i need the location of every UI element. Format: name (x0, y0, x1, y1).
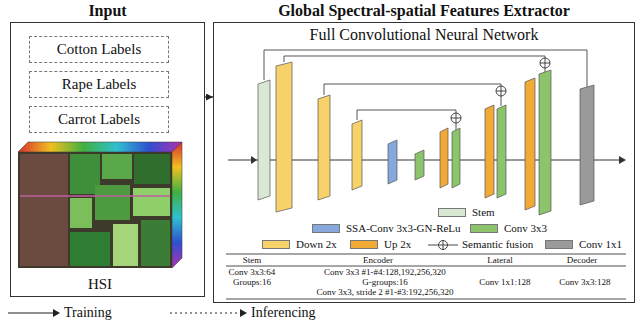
table-cell: Lateral (487, 255, 512, 266)
skip-line (501, 96, 502, 106)
layer-block (388, 140, 397, 184)
layer-block (352, 120, 362, 190)
legend-swatch (470, 224, 498, 233)
table-cell: Conv 3x3, stride 2 #1-#3:192,256,320 (316, 287, 453, 297)
legend-swatch (312, 224, 340, 233)
legend-arrowhead (240, 309, 247, 317)
cube-top (18, 142, 182, 152)
table-rule (226, 299, 626, 300)
legend-swatch (438, 208, 466, 217)
table-cell: Conv 1x1:128 (479, 277, 530, 287)
cube-front (18, 152, 172, 268)
table-cell: Conv 3x3 #1-#4:128,192,256,320 (324, 267, 446, 277)
fusion-symbol (456, 113, 457, 123)
label-box: Carrot Labels (29, 106, 169, 133)
fusion-symbol (439, 241, 448, 250)
legend-sample (8, 312, 54, 313)
layer-block (485, 105, 494, 198)
layer-block (525, 78, 535, 210)
skip-line (357, 110, 456, 120)
arrow-head (619, 156, 626, 164)
panel-heading: Input (11, 2, 204, 20)
table-cell: Encoder (363, 255, 393, 266)
fusion-symbol (443, 241, 444, 250)
layer-block (258, 80, 270, 200)
legend-swatch (262, 240, 290, 249)
field-patch (70, 232, 110, 266)
layer-block (318, 95, 330, 200)
skip-line (324, 84, 501, 95)
layer-block (580, 85, 594, 205)
table-cell: G-groups:16 (362, 277, 408, 287)
layer-block (539, 70, 551, 215)
field-patch (20, 154, 68, 266)
fusion-symbol (451, 113, 461, 123)
field-patch (113, 224, 138, 266)
box-label: Cotton Labels (57, 41, 142, 58)
layer-block (415, 150, 424, 180)
box-label: Carrot Labels (58, 111, 140, 128)
fusion-symbol (501, 86, 502, 96)
panel-heading: Global Spectral-spatial Features Extract… (214, 2, 634, 20)
label-box: Cotton Labels (29, 36, 169, 63)
field-patch (134, 154, 170, 184)
legend-text: Inferencing (251, 304, 316, 321)
table-cell: Decoder (567, 255, 597, 266)
skip-line (284, 56, 545, 62)
field-patch (102, 154, 132, 179)
legend-text: Semantic fusion (462, 237, 533, 251)
table-cell: Conv 3x3:64 (229, 267, 276, 277)
field-patch (141, 220, 170, 266)
hsi-cube (18, 142, 182, 268)
image-label: HSI (88, 276, 112, 293)
table-cell: Stem (243, 255, 262, 266)
network-drawing (228, 50, 626, 215)
layer-block (452, 128, 460, 188)
panel-box: InputCotton LabelsRape LabelsCarrot Labe… (10, 22, 205, 297)
arrow-head (251, 156, 257, 164)
legend-text: Up 2x (384, 237, 411, 251)
table-cell: Groups:16 (233, 277, 271, 287)
legend-text: Stem (472, 205, 495, 219)
legend-text: Conv 3x3 (504, 221, 547, 235)
field-patch (70, 198, 92, 228)
layer-block (276, 62, 292, 212)
fusion-symbol (540, 58, 550, 68)
table-rule (226, 254, 626, 255)
skip-line (264, 50, 587, 87)
legend-swatch (545, 240, 573, 249)
fusion-symbol (496, 86, 506, 96)
field-patch (95, 185, 130, 220)
legend-text: Down 2x (296, 237, 337, 251)
legend-swatch (350, 240, 378, 249)
field-patch (133, 188, 170, 216)
box-label: Rape Labels (62, 76, 137, 93)
panel-subtitle: Full Convolutional Neural Network (214, 26, 634, 44)
legend-text: Conv 1x1 (579, 237, 622, 251)
label-box: Rape Labels (29, 71, 169, 98)
table-rule (226, 266, 626, 267)
legend-arrowhead (53, 309, 60, 317)
layer-block (440, 128, 448, 188)
cube-side (172, 142, 182, 268)
table-cell: Conv 3x3:128 (559, 277, 610, 287)
legend-sample (170, 312, 240, 313)
skip-line (456, 123, 457, 130)
legend-text: Training (64, 304, 112, 321)
layer-block (497, 105, 506, 198)
fusion-symbol (545, 58, 546, 68)
table-rules (226, 254, 626, 299)
field-road (20, 195, 170, 197)
connector-arrow (205, 96, 213, 97)
legend-text: SSA-Conv 3x3-GN-ReLu (346, 221, 461, 235)
